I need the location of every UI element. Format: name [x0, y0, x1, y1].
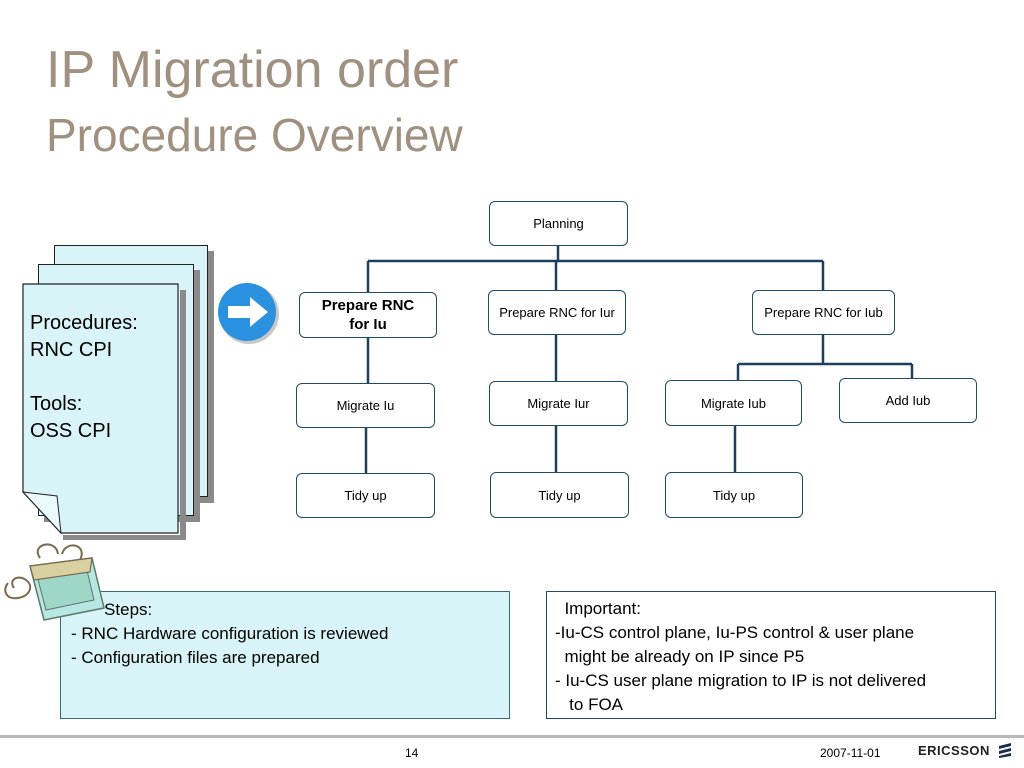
steps-item: - RNC Hardware configuration is reviewed [71, 624, 389, 643]
document-page-front [21, 283, 186, 540]
node-prepare-rnc-iub: Prepare RNC for Iub [752, 290, 895, 335]
slide-subtitle: Procedure Overview [46, 109, 463, 161]
ericsson-logo: ERICSSON [918, 742, 1013, 758]
important-note: Important: -Iu-CS control plane, Iu-PS c… [546, 591, 996, 719]
arrow-right-icon [218, 283, 279, 344]
node-prepare-rnc-iu: Prepare RNC for Iu [299, 292, 437, 338]
node-add-iub: Add Iub [839, 378, 977, 423]
footer-divider [0, 735, 1024, 738]
node-tidy-up-iu: Tidy up [296, 473, 435, 518]
important-heading: Important: [555, 599, 641, 618]
important-item: -Iu-CS control plane, Iu-PS control & us… [555, 623, 915, 642]
footer-date: 2007-11-01 [820, 746, 881, 760]
important-item: - Iu-CS user plane migration to IP is no… [555, 671, 927, 690]
ericsson-logo-icon [999, 743, 1012, 758]
paper-clip-icon [4, 543, 105, 621]
important-item: to FOA [555, 695, 624, 714]
important-item: might be already on IP since P5 [555, 647, 805, 666]
steps-heading: Steps: [71, 600, 153, 619]
node-planning: Planning [489, 201, 628, 246]
node-tidy-up-iub: Tidy up [665, 472, 803, 518]
page-number: 14 [405, 746, 419, 760]
slide-title: IP Migration order [46, 41, 459, 99]
node-migrate-iu: Migrate Iu [296, 383, 435, 428]
node-migrate-iub: Migrate Iub [665, 380, 802, 426]
steps-item: - Configuration files are prepared [71, 648, 320, 667]
document-text: Procedures: RNC CPI Tools: OSS CPI [30, 312, 138, 442]
node-tidy-up-iur: Tidy up [490, 472, 629, 518]
logo-text: ERICSSON [918, 743, 990, 758]
node-prepare-rnc-iur: Prepare RNC for Iur [488, 290, 626, 335]
steps-note: Steps: - RNC Hardware configuration is r… [60, 591, 510, 719]
node-migrate-iur: Migrate Iur [489, 381, 628, 426]
